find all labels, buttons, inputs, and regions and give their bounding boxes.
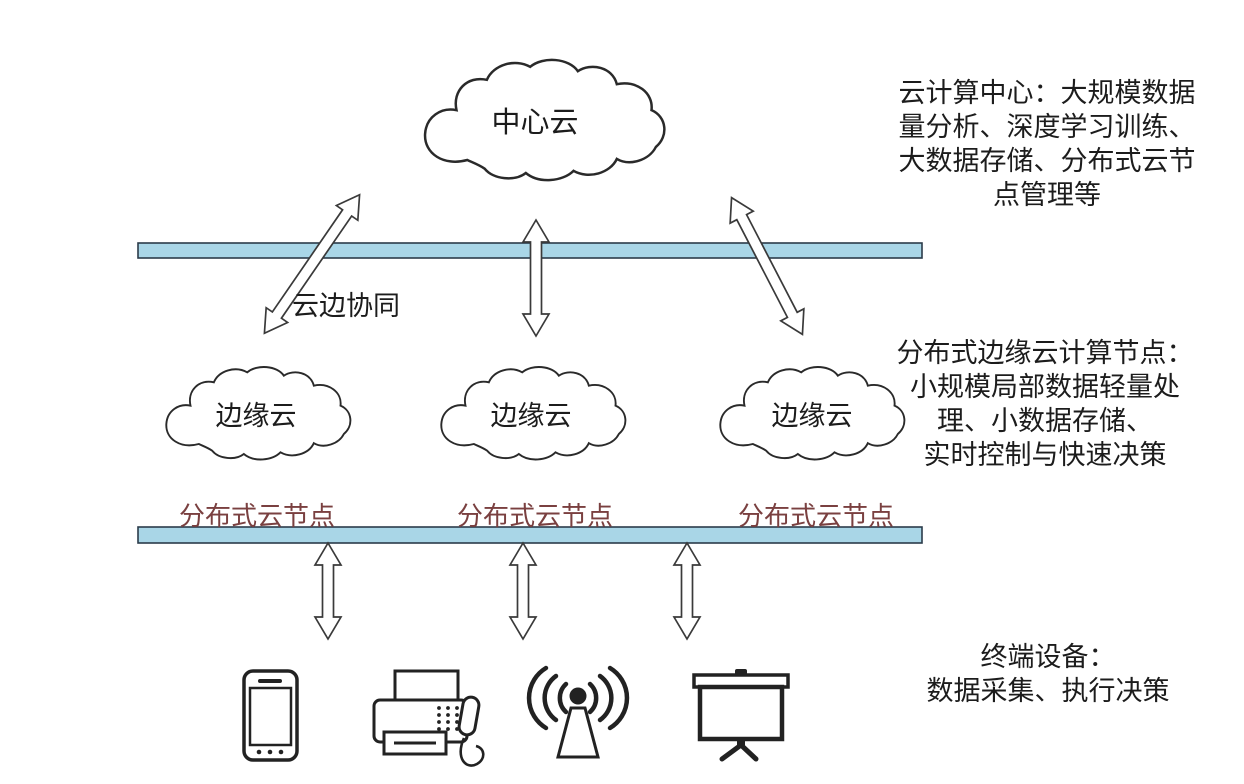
cloud-edge-arrow-right [729, 196, 805, 336]
annotation-terminal-devices: 终端设备： 数据采集、执行决策 [926, 642, 1170, 706]
fax-keypad-dots [437, 706, 459, 731]
projector-screen-icon [692, 669, 790, 762]
center-cloud-label: 中心云 [491, 107, 579, 139]
annotation-cloud-center: 云计算中心：大规模数据 量分析、深度学习训练、 大数据存储、分布式云节 点管理等 [898, 78, 1196, 210]
edge-cloud-label-3: 边缘云 [771, 401, 853, 431]
fax-machine-icon [372, 669, 485, 767]
edge-device-arrow-right [672, 541, 702, 641]
lower-network-bar [137, 526, 923, 544]
antenna-icon [526, 665, 630, 759]
edge-cloud-label-1: 边缘云 [215, 401, 297, 431]
distributed-node-label-1: 分布式云节点 [178, 502, 335, 531]
cloud-edge-arrow-middle [521, 218, 551, 338]
cloud-edge-collab-label: 云边协同 [292, 291, 400, 321]
edge-cloud-label-2: 边缘云 [490, 401, 572, 431]
distributed-node-label-3: 分布式云节点 [737, 502, 894, 531]
annotation-edge-nodes: 分布式边缘云计算节点： 小规模局部数据轻量处 理、小数据存储、 实时控制与快速决… [896, 338, 1194, 470]
edge-device-arrow-middle [508, 541, 538, 641]
smartphone-icon [242, 669, 299, 762]
distributed-node-label-2: 分布式云节点 [456, 502, 613, 531]
edge-device-arrow-left [313, 541, 343, 641]
cloud-edge-arrow-left [263, 193, 361, 335]
